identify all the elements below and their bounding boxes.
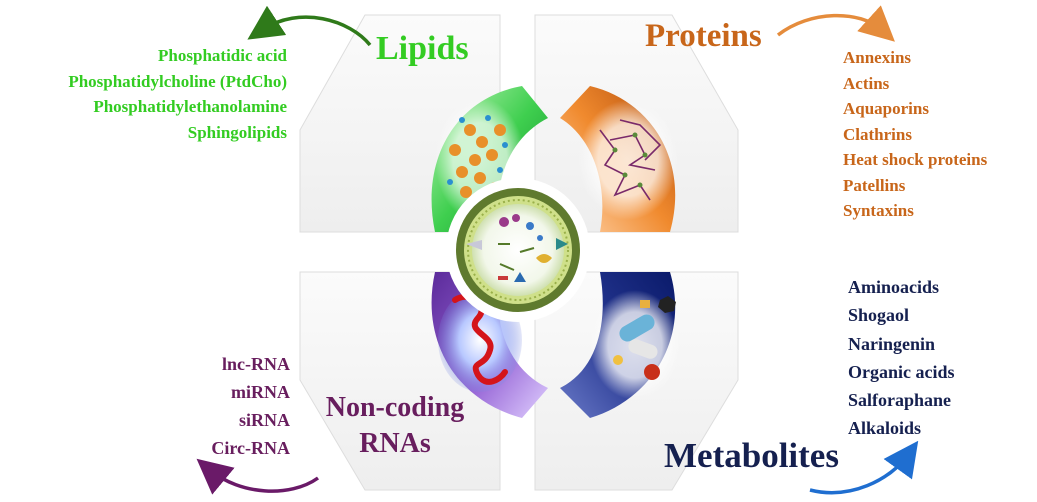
list-item: Organic acids: [848, 361, 955, 382]
list-item: Aminoacids: [848, 277, 940, 297]
list-item: Circ-RNA: [211, 438, 290, 458]
lipids-title: Lipids: [376, 30, 469, 67]
non-coding-title: Non-coding RNAs: [315, 390, 475, 462]
list-item: Syntaxins: [843, 201, 914, 220]
list-item: Phosphatidic acid: [158, 46, 287, 65]
list-item: Shogaol: [848, 305, 910, 326]
non-coding-title-line-2: RNAs: [359, 428, 431, 459]
lipids-list: Phosphatidic acid Phosphatidylcholine (P…: [0, 43, 287, 145]
list-item: Heat shock proteins: [843, 150, 988, 169]
list-item: Annexins: [843, 48, 912, 67]
list-item: lnc-RNA: [222, 354, 290, 374]
list-item: Alkaloids: [848, 418, 922, 439]
list-item: Aquaporins: [843, 99, 929, 118]
list-item: Clathrins: [843, 124, 912, 144]
list-item: Patellins: [843, 175, 906, 195]
metabolites-list: Aminoacids Shogaol Naringenin Organic ac…: [848, 273, 955, 443]
proteins-list: Annexins Actins Aquaporins Clathrins Hea…: [843, 45, 987, 224]
extracellular-vesicle-icon: [446, 178, 590, 322]
metabolite-pills-icon: [560, 272, 680, 418]
protein-structure-icon: [560, 86, 678, 232]
list-item: Phosphatidylcholine (PtdCho): [68, 71, 287, 91]
proteins-title: Proteins: [645, 18, 762, 54]
non-coding-arrow: [196, 458, 320, 495]
list-item: siRNA: [238, 410, 290, 430]
metabolites-title: Metabolites: [664, 436, 839, 475]
list-item: Naringenin: [848, 333, 936, 354]
non-coding-list: lnc-RNA miRNA siRNA Circ-RNA: [170, 350, 290, 462]
metabolites-arrow: [809, 440, 919, 495]
lipids-arrow: [247, 5, 372, 47]
list-item: Sphingolipids: [187, 122, 287, 142]
non-coding-title-line-1: Non-coding: [325, 392, 465, 423]
list-item: miRNA: [231, 382, 290, 402]
list-item: Salforaphane: [848, 390, 952, 411]
proteins-arrow: [776, 5, 895, 42]
list-item: Actins: [843, 73, 890, 93]
list-item: Phosphatidylethanolamine: [93, 97, 287, 116]
